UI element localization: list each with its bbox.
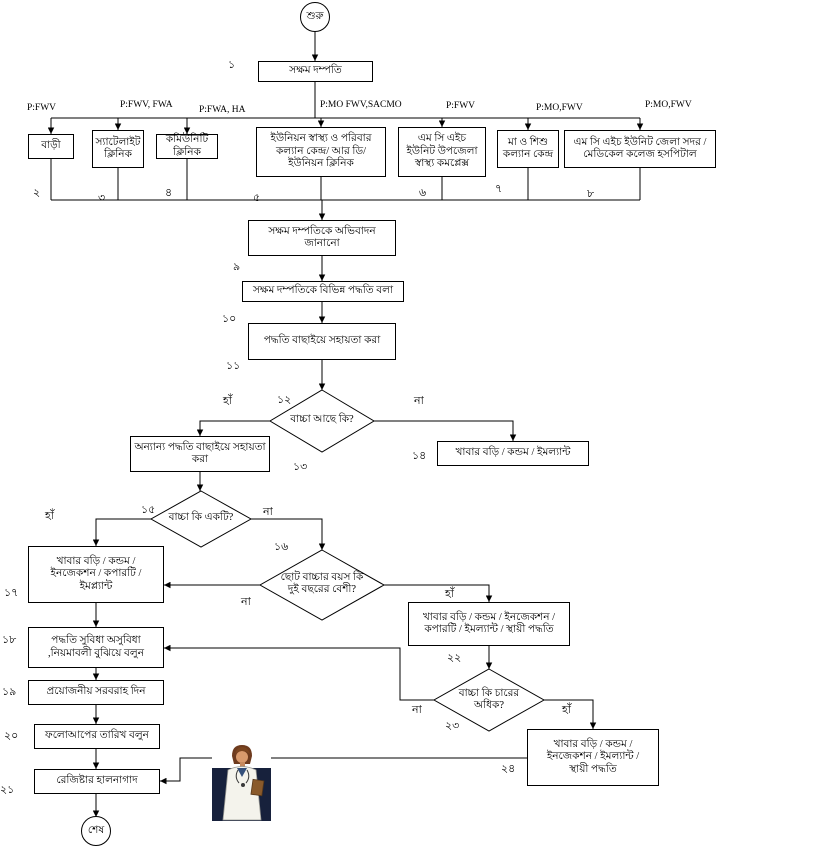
node-6-mch-unit-upazila: এম সি এইচ ইউনিট উপজেলা স্বাস্থ্য কমপ্লেক… bbox=[398, 127, 486, 177]
step-number-8: ৮ bbox=[587, 188, 595, 200]
node-1-eligible-couple: সক্ষম দম্পতি bbox=[258, 61, 373, 82]
decision-15-one-child: বাচ্চা কি একটি? bbox=[168, 512, 234, 523]
node-5-union-health-center: ইউনিয়ন স্বাস্থ্য ও পরিবার কল্যান কেন্দ্… bbox=[256, 127, 386, 177]
step-number-24: ২৪ bbox=[501, 763, 516, 775]
doctor-illustration bbox=[212, 743, 271, 821]
connector-lines bbox=[47, 31, 644, 817]
node-18-explain-method-rules: পদ্ধতি সুবিধা অসুবিধা ,নিয়মাবলী বুঝিয়ে… bbox=[28, 627, 164, 668]
decision-diamonds bbox=[149, 389, 546, 732]
provider-label-home: P:FWV bbox=[27, 103, 57, 113]
edge-label-no-16: না bbox=[241, 596, 251, 608]
edge-label-yes-16: হাঁ bbox=[445, 588, 454, 600]
terminator-start: শুরু bbox=[300, 2, 330, 32]
step-number-16: ১৬ bbox=[274, 541, 289, 553]
decision-16-youngest-over-two: ছোট বাচ্চার বয়স কি দুই বছরের বেশী? bbox=[280, 572, 364, 596]
node-19-give-supplies: প্রয়োজনীয় সরবরাহ দিন bbox=[28, 680, 164, 705]
edge-label-yes-12: হাঁ bbox=[223, 395, 232, 407]
terminator-end: শেষ bbox=[81, 816, 111, 846]
step-number-14: ১৪ bbox=[412, 450, 427, 462]
node-20-tell-followup-date: ফলোআপের তারিখ বলুন bbox=[34, 724, 160, 749]
step-number-1: ১ bbox=[228, 59, 236, 71]
node-22-method-options-permanent: খাবার বড়ি / কন্ডম / ইনজেকশন / কপারটি / … bbox=[408, 602, 570, 646]
step-number-7: ৭ bbox=[495, 183, 503, 195]
step-number-6: ৬ bbox=[419, 187, 427, 199]
step-number-19: ১৯ bbox=[2, 686, 17, 698]
node-24-method-options-permanent: খাবার বড়ি / কন্ডম / ইনজেকশন / ইমল্যান্ট… bbox=[527, 729, 659, 786]
node-3-satellite-clinic: স্যাটেলাইট ক্লিনিক bbox=[92, 130, 144, 168]
step-number-13: ১৩ bbox=[293, 461, 308, 473]
step-number-12: ১২ bbox=[277, 394, 292, 406]
step-number-15: ১৫ bbox=[141, 504, 156, 516]
provider-label-district: P:MO,FWV bbox=[645, 100, 692, 110]
edge-label-yes-23: হাঁ bbox=[562, 704, 571, 716]
node-4-community-clinic: কমিউনিটি ক্লিনিক bbox=[156, 134, 218, 159]
step-number-22: ২২ bbox=[447, 652, 462, 664]
node-13-help-choose-other-method: অন্যান্য পদ্ধতি বাছাইয়ে সহায়তা করা bbox=[130, 436, 270, 472]
step-number-2: ২ bbox=[33, 187, 41, 199]
node-7-mother-child-welfare-center: মা ও শিশু কল্যান কেন্দ্র bbox=[497, 130, 559, 168]
node-14-pill-condom-implant: খাবার বড়ি / কন্ডম / ইমল্যান্ট bbox=[437, 441, 589, 466]
step-number-4: ৪ bbox=[165, 187, 173, 199]
decision-16-shape bbox=[258, 549, 386, 621]
step-number-9: ৯ bbox=[233, 261, 241, 273]
node-10-tell-methods: সক্ষম দম্পতিকে বিভিন্ন পদ্ধতি বলা bbox=[242, 281, 404, 302]
provider-label-mch-upazila: P:FWV bbox=[446, 101, 476, 111]
provider-label-union: P:MO FWV,SACMO bbox=[320, 100, 402, 110]
provider-label-satellite: P:FWV, FWA bbox=[120, 100, 173, 110]
decision-23-shape bbox=[432, 668, 546, 732]
step-number-10: ১০ bbox=[222, 313, 237, 325]
step-number-20: ২০ bbox=[4, 730, 19, 742]
provider-label-community: P:FWA, HA bbox=[199, 105, 246, 115]
provider-label-mcwc: P:MO,FWV bbox=[536, 103, 583, 113]
edge-label-no-23: না bbox=[412, 704, 422, 716]
step-number-17: ১৭ bbox=[4, 587, 19, 599]
edge-label-no-15: না bbox=[263, 506, 273, 518]
step-number-21: ২১ bbox=[0, 784, 15, 796]
decision-12-has-children: বাচ্চা আছে কি? bbox=[290, 414, 354, 425]
node-2-home: বাড়ী bbox=[28, 134, 74, 159]
edge-label-yes-15: হাঁ bbox=[45, 510, 54, 522]
decision-23-more-than-four: বাচ্চা কি চারের অধিক? bbox=[458, 688, 520, 712]
node-9-greet-couple: সক্ষম দম্পতিকে অভিবাদন জানানো bbox=[248, 220, 396, 256]
decision-15-shape bbox=[149, 490, 253, 548]
decision-12-shape bbox=[269, 389, 375, 453]
step-number-18: ১৮ bbox=[2, 634, 17, 646]
node-17-method-options: খাবার বড়ি / কন্ডম / ইনজেকশন / কপারটি / … bbox=[28, 546, 164, 603]
step-number-3: ৩ bbox=[98, 192, 106, 204]
step-number-11: ১১ bbox=[226, 360, 241, 372]
edge-label-no-12: না bbox=[414, 395, 424, 407]
step-number-5: ৫ bbox=[253, 192, 261, 204]
step-number-23: ২৩ bbox=[445, 720, 460, 732]
node-21-update-register: রেজিষ্টার হালনাগাদ bbox=[34, 769, 160, 794]
node-11-help-choose-method: পদ্ধতি বাছাইয়ে সহায়তা করা bbox=[248, 323, 396, 360]
node-8-mch-unit-district-hospital: এম সি এইচ ইউনিট জেলা সদর / মেডিকেল কলেজ … bbox=[564, 130, 716, 168]
